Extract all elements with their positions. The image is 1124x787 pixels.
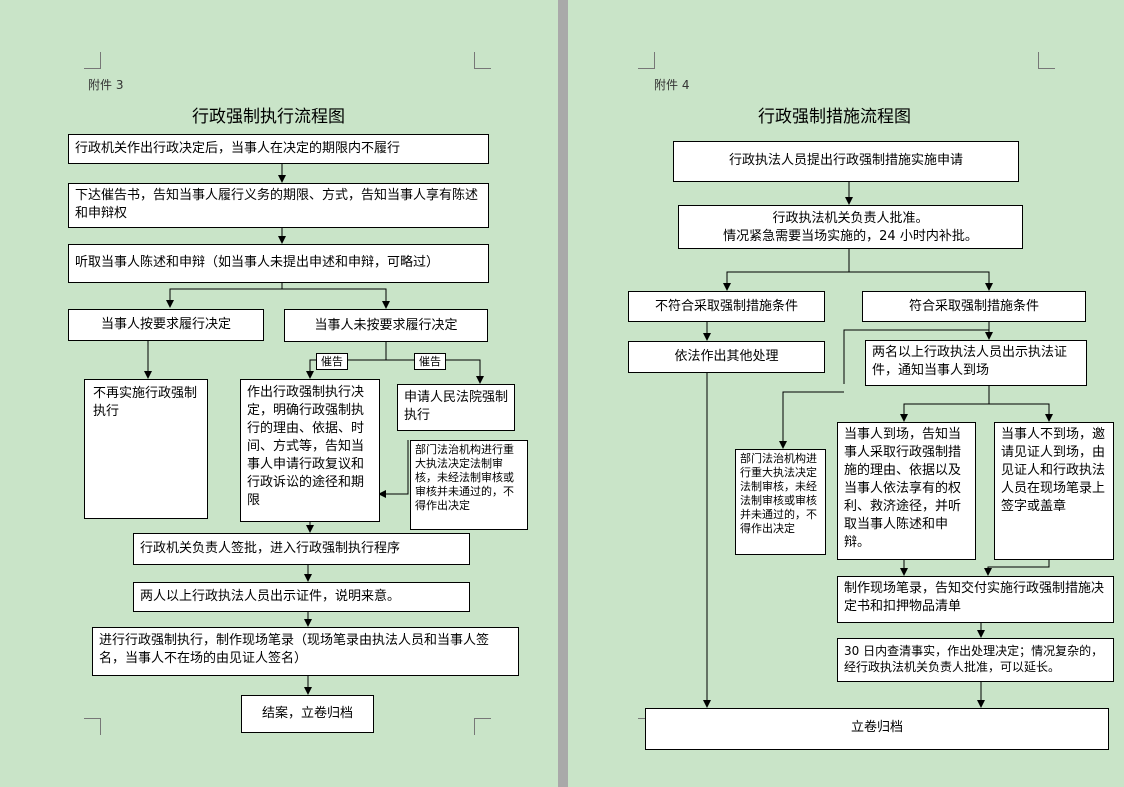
- step-head-approval: 行政执法机关负责人批准。 情况紧急需要当场实施的，24 小时内补批。: [678, 205, 1023, 249]
- step-complied: 当事人按要求履行决定: [68, 309, 264, 341]
- flow-connectors: [144, 164, 484, 695]
- annex-label: 附件 3: [88, 78, 124, 92]
- step-not-complied: 当事人未按要求履行决定: [284, 309, 488, 342]
- step-hear-defense: 听取当事人陈述和申辩（如当事人未提出申述和申辩，可略过）: [68, 244, 489, 283]
- step-decision-30days: 30 日内查清事实，作出处理决定；情况复杂的，经行政执法机关负责人批准，可以延长…: [837, 638, 1114, 682]
- step-not-eligible: 不符合采取强制措施条件: [628, 291, 825, 322]
- step-head-approval: 行政机关负责人签批，进入行政强制执行程序: [133, 533, 470, 565]
- step-archive: 立卷归档: [645, 708, 1109, 750]
- margin-corner: [84, 52, 101, 69]
- step-notify-party: 两名以上行政执法人员出示执法证件，通知当事人到场: [865, 340, 1087, 386]
- step-nonperformance: 行政机关作出行政决定后，当事人在决定的期限内不履行: [68, 134, 489, 164]
- step-apply-measure: 行政执法人员提出行政强制措施实施申请: [673, 141, 1019, 182]
- step-site-record: 制作现场笔录，告知交付实施行政强制措施决定书和扣押物品清单: [837, 576, 1114, 623]
- step-execute-record: 进行行政强制执行，制作现场笔录（现场笔录由执法人员和当事人签名，当事人不在场的由…: [92, 627, 519, 676]
- step-apply-court: 申请人民法院强制执行: [397, 384, 515, 431]
- margin-corner: [1038, 52, 1055, 69]
- document-page-2: 附件 4 行政强制措施流程图 行政执法人员提出行政强制措施实施申请 行政执法机关: [568, 0, 1124, 787]
- margin-corner: [84, 718, 101, 735]
- margin-corner: [638, 52, 655, 69]
- step-legal-review: 部门法治机构进行重大执法决定法制审核，未经法制审核或审核并未通过的，不得作出决定: [410, 440, 528, 530]
- annex-label: 附件 4: [654, 78, 690, 92]
- step-party-present: 当事人到场，告知当事人采取行政强制措施的理由、依据以及当事人依法享有的权利、救济…: [837, 422, 976, 560]
- step-no-enforcement: 不再实施行政强制执行: [84, 379, 208, 519]
- step-eligible: 符合采取强制措施条件: [862, 291, 1086, 322]
- step-legal-review: 部门法治机构进行重大执法决定法制审核，未经法制审核或审核并未通过的，不得作出决定: [735, 449, 826, 555]
- step-enforcement-decision: 作出行政强制执行决定，明确行政强制执行的理由、依据、时间、方式等，告知当事人申请…: [240, 379, 380, 522]
- urgent-line: 情况紧急需要当场实施的，24 小时内补批。: [723, 229, 978, 244]
- urge-tag: 催告: [414, 353, 446, 370]
- margin-corner: [474, 718, 491, 735]
- flow-connectors: [703, 182, 1053, 708]
- document-page-1: 附件 3 行政强制执行流程图 催告 催告 行政机关作出行政决定后，当事人在决定的…: [0, 0, 558, 787]
- approval-line: 行政执法机关负责人批准。: [772, 211, 929, 226]
- step-show-credentials: 两人以上行政执法人员出示证件，说明来意。: [133, 582, 470, 612]
- step-close-archive: 结案，立卷归档: [241, 695, 374, 733]
- step-party-absent: 当事人不到场，邀请见证人到场，由见证人和行政执法人员在现场笔录上签字或盖章: [994, 422, 1114, 560]
- step-urge-notice: 下达催告书，告知当事人履行义务的期限、方式，告知当事人享有陈述和申辩权: [68, 183, 489, 228]
- urge-tag: 催告: [316, 353, 348, 370]
- margin-corner: [474, 52, 491, 69]
- page-title: 行政强制执行流程图: [192, 107, 345, 127]
- page-title: 行政强制措施流程图: [758, 107, 911, 127]
- step-other-handling: 依法作出其他处理: [628, 341, 825, 373]
